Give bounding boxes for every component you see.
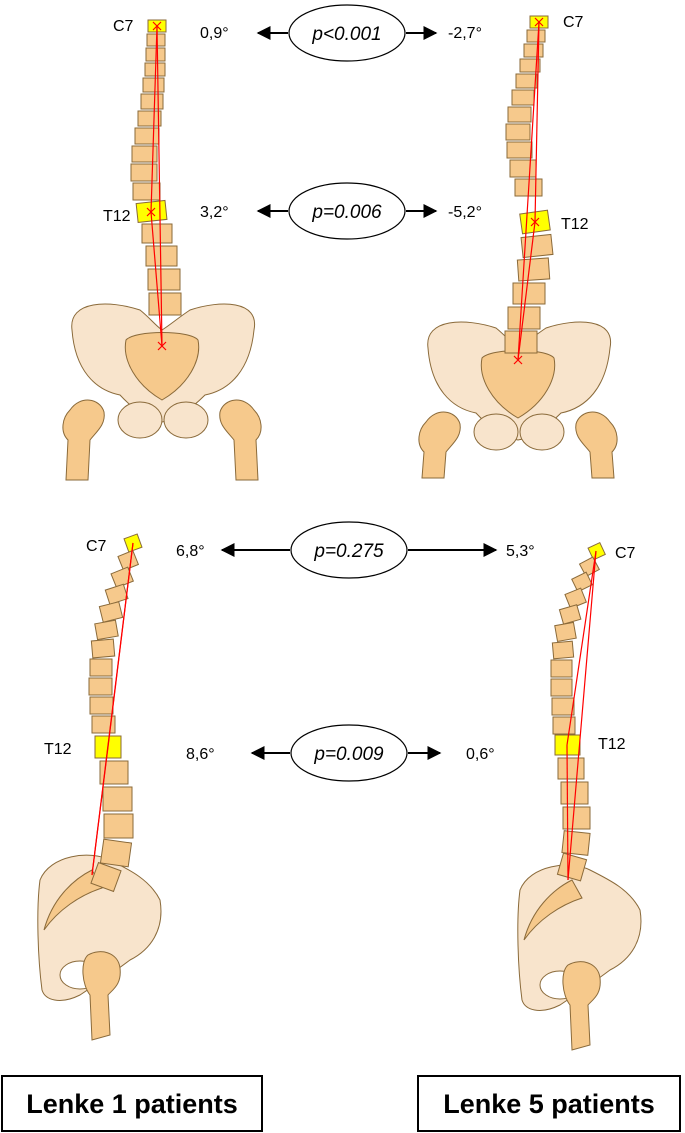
p-value-frontal-t12: p=0.006	[311, 202, 382, 223]
c7-label-frontal-left: C7	[113, 18, 134, 35]
frontal-left-figure	[62, 19, 262, 481]
c7-label-sagittal-right: C7	[615, 545, 636, 562]
p-oval-frontal-t12	[288, 182, 406, 240]
plumb-lines-frontal-left	[146, 21, 167, 351]
c7-vertebra	[587, 541, 606, 561]
t12-angle-sagittal-right: 0,6°	[466, 746, 495, 763]
pelvis-sagittal-right	[517, 864, 642, 1051]
pelvis-frontal-right	[418, 321, 618, 479]
sagittal-left-figure	[37, 533, 162, 1041]
p-oval-sagittal-t12	[290, 724, 408, 782]
pelvis-frontal-left	[62, 303, 262, 481]
caption-left-text: Lenke 1 patients	[26, 1089, 238, 1119]
t12-angle-sagittal-left: 8,6°	[186, 746, 215, 763]
c7-angle-sagittal-right: 5,3°	[506, 543, 535, 560]
arrows	[220, 26, 498, 760]
t12-label-sagittal-right: T12	[598, 736, 626, 753]
c7-angle-frontal-right: -2,7°	[448, 25, 482, 42]
t12-label-sagittal-left: T12	[44, 741, 72, 758]
p-value-sagittal-t12: p=0.009	[313, 744, 384, 765]
c7-angle-sagittal-left: 6,8°	[176, 543, 205, 560]
p-value-sagittal-c7: p=0.275	[313, 541, 384, 562]
p-value-ovals	[288, 4, 408, 782]
t12-angle-frontal-right: -5,2°	[448, 204, 482, 221]
caption-right: Lenke 5 patients	[417, 1075, 681, 1132]
spine-sagittal-right	[550, 541, 606, 882]
c7-angle-frontal-left: 0,9°	[200, 25, 229, 42]
p-oval-sagittal-c7	[290, 521, 408, 579]
spine-sagittal-left	[88, 533, 143, 893]
p-oval-frontal-c7	[288, 4, 406, 62]
frontal-right-figure	[418, 15, 618, 479]
c7-label-frontal-right: C7	[563, 14, 584, 31]
t12-label-frontal-left: T12	[103, 208, 131, 225]
p-value-frontal-c7: p<0.001	[311, 24, 381, 45]
caption-right-text: Lenke 5 patients	[443, 1089, 655, 1119]
plumb-lines-sagittal-left	[91, 542, 134, 876]
pelvis-sagittal-left	[37, 854, 162, 1041]
plumb-lines-frontal-right	[513, 17, 544, 365]
c7-label-sagittal-left: C7	[86, 538, 107, 555]
t12-angle-frontal-left: 3,2°	[200, 204, 229, 221]
caption-left: Lenke 1 patients	[1, 1075, 263, 1132]
plumb-lines-sagittal-right	[566, 550, 597, 881]
t12-label-frontal-right: T12	[561, 216, 589, 233]
sagittal-right-figure	[517, 541, 642, 1051]
